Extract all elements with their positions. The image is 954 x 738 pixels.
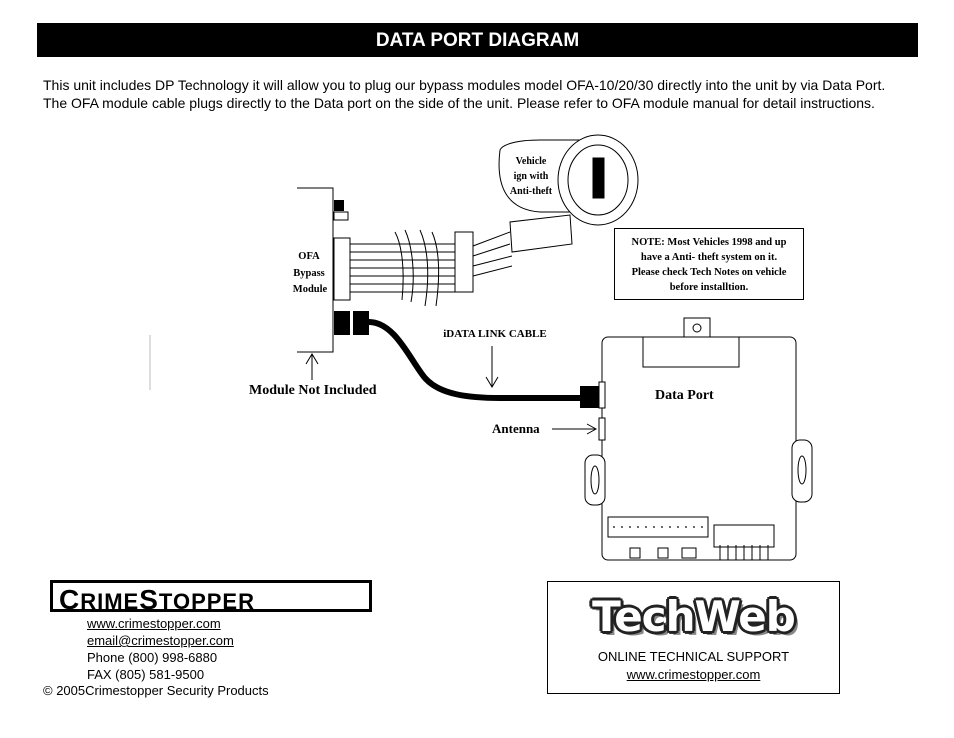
cable-plug [580,386,600,408]
header-bar: DATA PORT DIAGRAM [37,23,918,57]
ofa-module [297,187,334,353]
intro-paragraph: This unit includes DP Technology it will… [43,77,886,111]
idata-link-cable [368,319,582,401]
data-port-label: Data Port [655,388,714,403]
ofa-label-3: Module [293,284,328,295]
wire-harness [350,229,456,307]
module-not-included-arrow [305,353,319,380]
main-unit [584,317,813,561]
phone-text: Phone (800) 998-6880 [87,650,218,665]
techweb-support: ONLINE TECHNICAL SUPPORT [597,649,790,664]
ofa-data-connector [334,311,350,335]
website-link[interactable]: www.crimestopper.com [87,616,221,631]
ofa-harness-connector [333,237,351,301]
vehicle-ignition [498,134,639,253]
note-line: Please check Tech Notes on vehicle [631,267,787,278]
techweb-box: TechWeb ONLINE TECHNICAL SUPPORT www.cri… [547,581,840,694]
fax-text: FAX (805) 581-9500 [87,667,205,682]
ofa-label-2: Bypass [293,268,325,279]
ofa-data-connector-2 [353,311,369,335]
inline-connector [454,231,474,293]
ofa-small-connector [334,200,344,211]
vehicle-label-1: Vehicle [516,156,547,167]
ofa-small-connector-2 [333,211,349,221]
note-line: before installtion. [669,282,749,293]
email-link[interactable]: email@crimestopper.com [87,633,234,648]
module-not-included-label: Module Not Included [249,383,377,398]
contact-info: www.crimestopper.com email@crimestopper.… [87,615,234,683]
vehicle-label-3: Anti-theft [510,186,553,197]
note-box: NOTE: Most Vehicles 1998 and up have a A… [614,228,804,300]
techweb-logo: TechWeb [592,592,796,641]
cable-label: iDATA LINK CABLE [443,328,547,340]
copyright: © 2005Crimestopper Security Products [43,683,269,698]
cable-arrow [485,346,499,388]
note-line: NOTE: Most Vehicles 1998 and up [631,237,787,248]
page-title: DATA PORT DIAGRAM [375,30,580,51]
unit-pin-dots [613,526,703,528]
antenna-label: Antenna [492,421,540,436]
techweb-url-link[interactable]: www.crimestopper.com [626,667,761,682]
crimestopper-logo: CRIMESTOPPER [50,580,372,615]
ofa-label-1: OFA [298,251,320,262]
note-line: have a Anti- theft system on it. [640,252,778,263]
antenna-arrow [552,423,598,435]
vehicle-label-2: ign with [514,171,549,182]
